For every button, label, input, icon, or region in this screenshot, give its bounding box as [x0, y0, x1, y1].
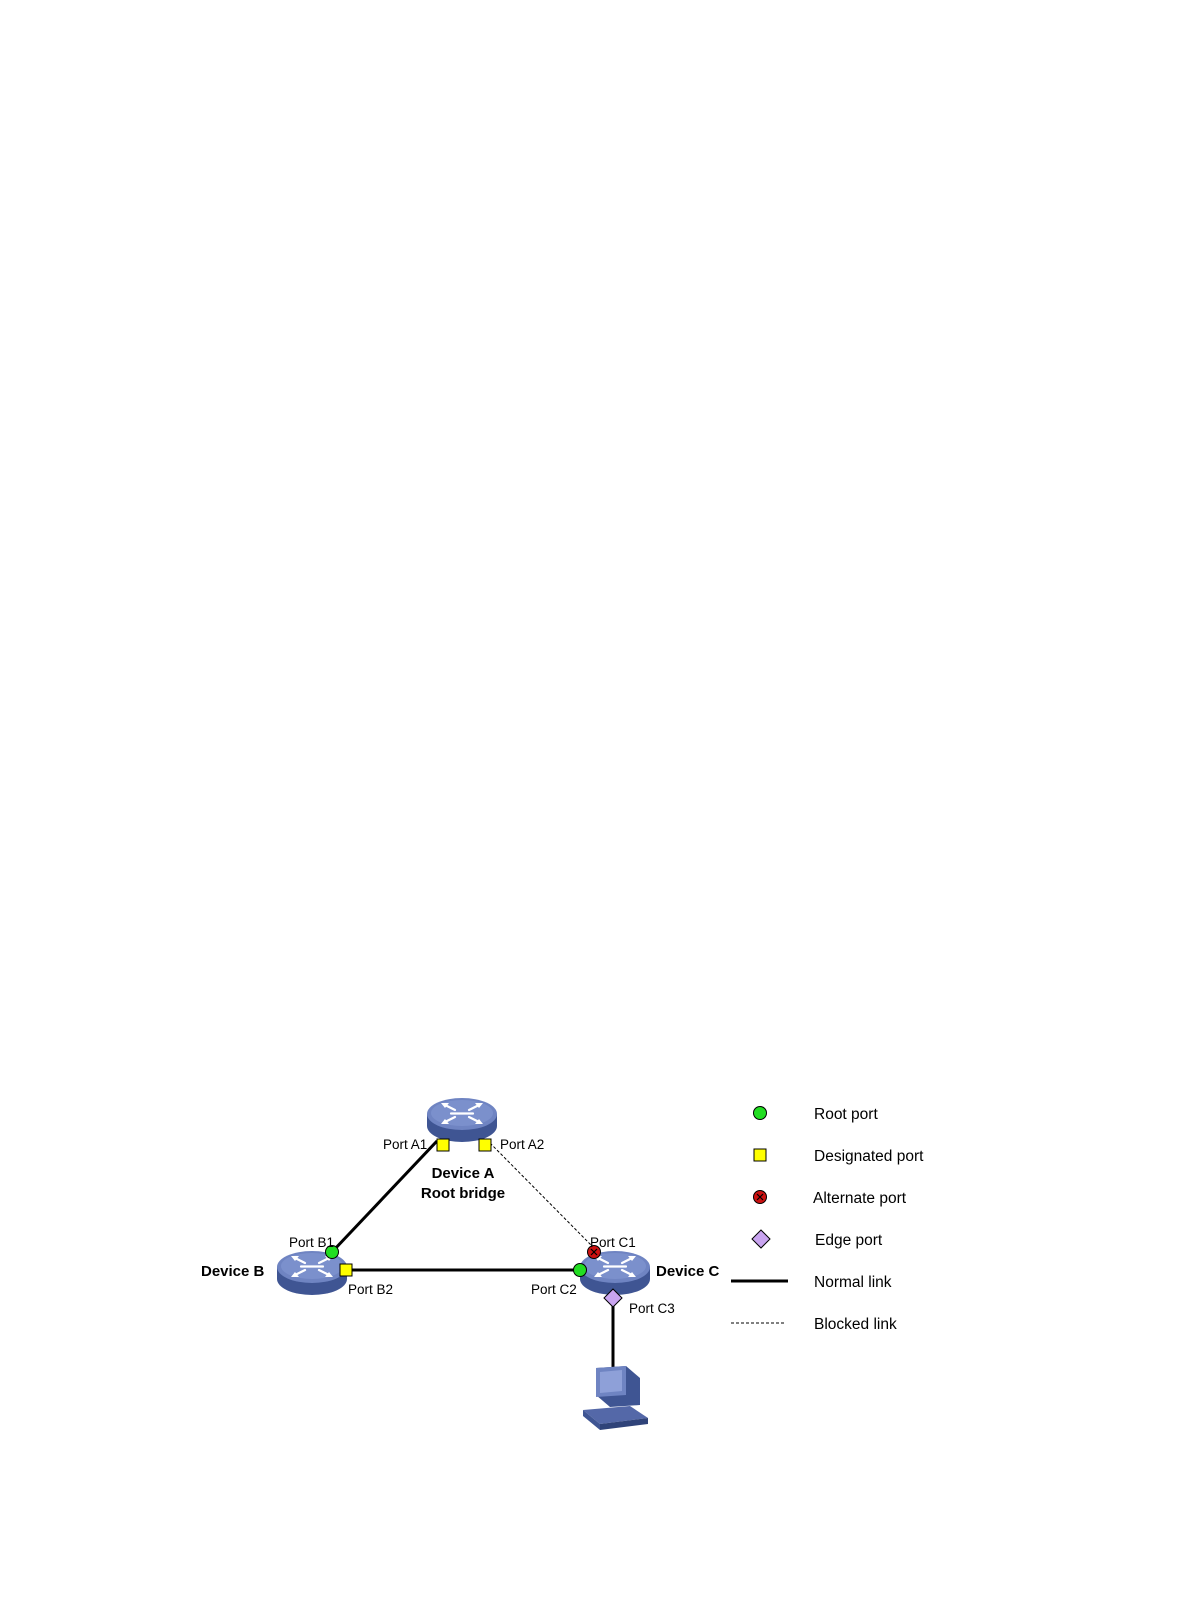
legend-item-root-port: Root port: [754, 1106, 879, 1123]
legend-item-designated-port: Designated port: [754, 1148, 924, 1165]
port-a1-designated-marker: [437, 1139, 449, 1151]
device-a-role: Root bridge: [421, 1185, 505, 1202]
port-b1-label: Port B1: [289, 1235, 334, 1250]
port-c3-label: Port C3: [629, 1301, 675, 1316]
port-b2-label: Port B2: [348, 1282, 393, 1297]
legend-item-normal-link: Normal link: [731, 1274, 892, 1291]
device-a: Device A Root bridge: [421, 1098, 505, 1202]
port-c2-label: Port C2: [531, 1282, 577, 1297]
legend-item-edge-port: Edge port: [752, 1230, 883, 1249]
device-c-name: Device C: [656, 1263, 720, 1280]
legend-item-blocked-link: Blocked link: [731, 1316, 897, 1333]
legend-item-alternate-port: Alternate port: [754, 1190, 907, 1207]
switch-icon: [427, 1098, 497, 1142]
port-a1-label: Port A1: [383, 1137, 427, 1152]
port-c2-root-marker: [574, 1264, 587, 1277]
port-b2-designated-marker: [340, 1264, 352, 1276]
link-a-c-blocked: [490, 1143, 594, 1248]
host-computer-icon: [583, 1366, 648, 1430]
legend-label-alternate-port: Alternate port: [813, 1190, 907, 1207]
port-c1-label: Port C1: [590, 1235, 636, 1250]
device-c: Device C: [580, 1251, 720, 1295]
legend-label-normal-link: Normal link: [814, 1274, 892, 1291]
legend-label-edge-port: Edge port: [815, 1232, 883, 1249]
device-a-name: Device A: [432, 1165, 495, 1182]
legend: Root port Designated port Alternate port…: [731, 1106, 924, 1333]
device-b: Device B: [201, 1251, 347, 1295]
designated-port-icon: [754, 1149, 766, 1161]
root-port-icon: [754, 1107, 767, 1120]
device-b-name: Device B: [201, 1263, 265, 1280]
port-a2-label: Port A2: [500, 1137, 544, 1152]
legend-label-designated-port: Designated port: [814, 1148, 924, 1165]
port-a2-designated-marker: [479, 1139, 491, 1151]
legend-label-root-port: Root port: [814, 1106, 878, 1123]
legend-label-blocked-link: Blocked link: [814, 1316, 897, 1333]
edge-port-icon: [752, 1230, 770, 1248]
switch-icon: [277, 1251, 347, 1295]
